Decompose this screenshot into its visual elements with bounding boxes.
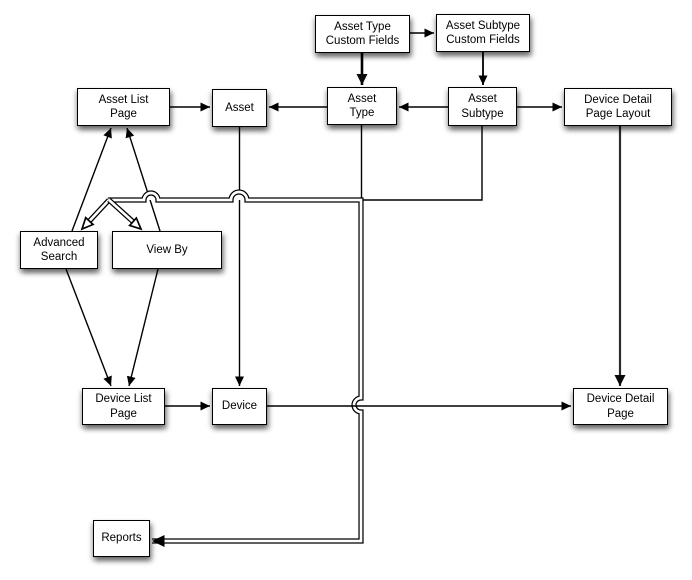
node-asset-type-custom-fields: Asset Type Custom Fields	[315, 15, 410, 53]
edge-advanced-search-to-device-list-page	[65, 268, 112, 387]
edge-advanced-search-to-asset-list-page	[71, 127, 112, 232]
node-device-detail-page-layout: Device Detail Page Layout	[564, 88, 672, 126]
edge-view-by-to-asset-list-page	[125, 127, 161, 232]
pipe-junction-to-view-by-core	[108, 198, 143, 231]
node-label: Reports	[101, 532, 142, 545]
edge-asset-subtype-to-junction	[362, 126, 483, 201]
node-label: Device Detail Page	[586, 393, 655, 420]
node-device-list-page: Device List Page	[82, 388, 165, 425]
node-asset: Asset	[212, 89, 267, 127]
node-label: Asset Type	[347, 92, 377, 119]
node-label: Asset List Page	[98, 93, 149, 120]
pipe-junction-to-advanced-search-core	[80, 199, 110, 231]
node-label: Asset Subtype	[461, 93, 504, 120]
node-device: Device	[212, 388, 267, 425]
edge-view-by-to-device-list-page	[126, 268, 159, 387]
node-label: Asset	[225, 101, 254, 114]
node-advanced-search: Advanced Search	[20, 231, 98, 269]
node-label: View By	[146, 243, 188, 256]
node-view-by: View By	[112, 231, 222, 269]
node-label: Device	[221, 400, 258, 413]
node-asset-subtype: Asset Subtype	[448, 87, 517, 126]
node-label: Advanced Search	[33, 236, 85, 263]
node-asset-type: Asset Type	[327, 87, 397, 125]
node-asset-list-page: Asset List Page	[77, 88, 170, 126]
pipe-junction-to-reports-core	[108, 190, 363, 547]
node-label: Asset Subtype Custom Fields	[445, 19, 521, 46]
node-reports: Reports	[93, 520, 150, 557]
node-label: Asset Type Custom Fields	[325, 20, 400, 47]
node-label: Device List Page	[95, 393, 152, 420]
node-label: Device Detail Page Layout	[584, 93, 652, 120]
node-device-detail-page: Device Detail Page	[573, 388, 668, 425]
node-asset-subtype-custom-fields: Asset Subtype Custom Fields	[436, 14, 530, 52]
